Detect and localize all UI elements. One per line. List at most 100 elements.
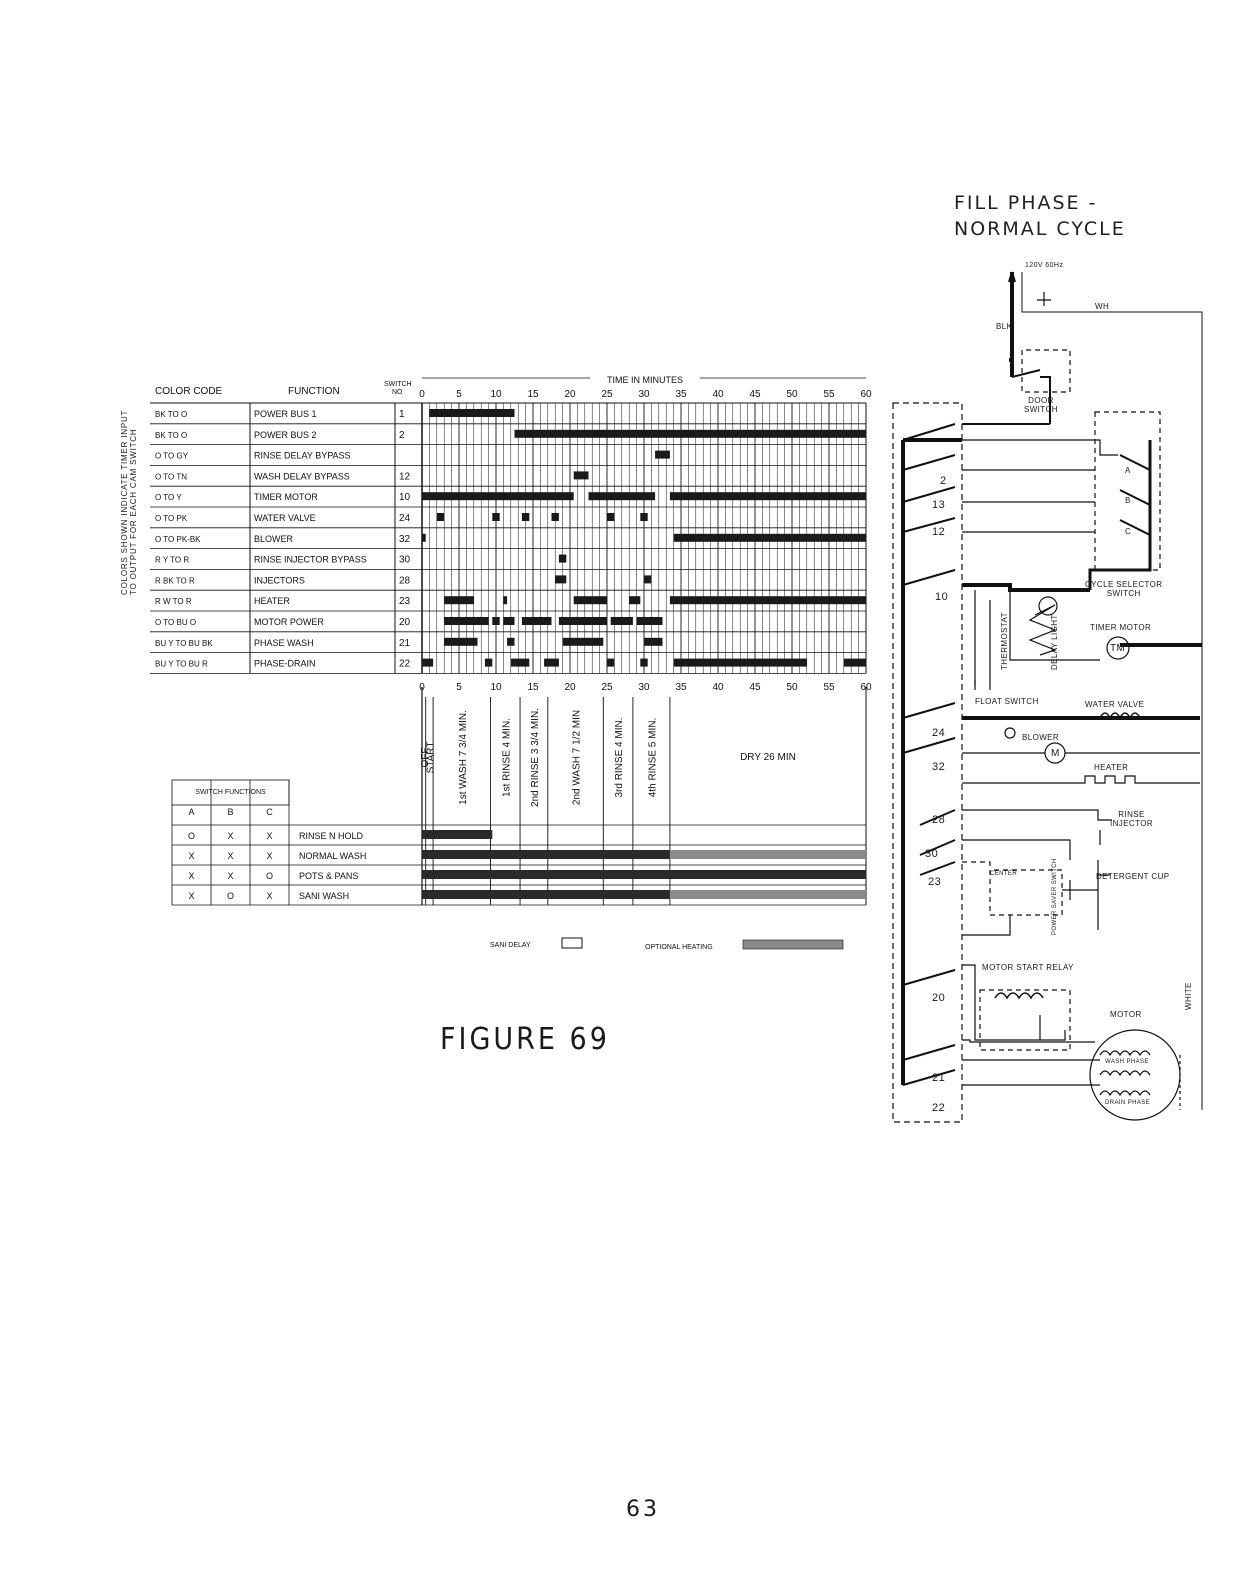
time-tick-bottom-25: 25 xyxy=(601,682,613,693)
power-saver-label: POWER SAVER SWITCH xyxy=(1052,858,1058,935)
cam-on-segment xyxy=(655,450,670,459)
center-label: CENTER xyxy=(990,871,1018,877)
cam-on-segment xyxy=(669,492,866,501)
cycle-step-label: 2nd WASH 7 1/2 MIN xyxy=(572,710,583,805)
row-switch-number: 2 xyxy=(399,430,405,441)
sch-switch-12: 12 xyxy=(932,526,946,538)
row-color-code: O TO BU O xyxy=(155,618,196,627)
row-function: WATER VALVE xyxy=(254,513,316,523)
switch-function-value: O xyxy=(227,891,234,901)
cam-on-segment xyxy=(640,658,648,667)
cam-on-segment xyxy=(507,637,515,646)
cycle-optional-heat-bar xyxy=(669,890,866,899)
switch-function-value: O xyxy=(266,871,273,881)
cycle-step-label: 3rd RINSE 4 MIN. xyxy=(614,717,625,797)
time-tick-top-25: 25 xyxy=(601,389,613,400)
cam-on-segment xyxy=(644,637,663,646)
sch-switch-30: 30 xyxy=(925,848,939,860)
time-tick-bottom-5: 5 xyxy=(456,682,462,693)
switch-function-column: B xyxy=(227,807,233,817)
cam-on-segment xyxy=(610,617,633,625)
selector-terminal-b: B xyxy=(1125,496,1131,505)
row-switch-number: 32 xyxy=(399,534,411,545)
cycle-run-bar xyxy=(422,870,866,879)
cycle-selector-label: CYCLE SELECTOR SWITCH xyxy=(1085,580,1162,598)
row-switch-number: 30 xyxy=(399,555,411,566)
cycle-step-label: 4th RINSE 5 MIN. xyxy=(647,718,658,797)
row-switch-number: 23 xyxy=(399,596,411,607)
water-valve-label: WATER VALVE xyxy=(1085,700,1145,709)
cam-on-segment xyxy=(588,492,656,501)
sch-switch-23: 23 xyxy=(928,876,942,888)
switch-function-value: X xyxy=(266,891,272,901)
rinse-injector-label-2: INJECTOR xyxy=(1110,819,1154,828)
row-function: PHASE-DRAIN xyxy=(254,659,316,669)
cycle-run-bar xyxy=(422,890,670,899)
row-color-code: R Y TO R xyxy=(155,556,189,565)
time-tick-top-0: 0 xyxy=(419,389,425,400)
float-switch-label: FLOAT SWITCH xyxy=(975,697,1039,706)
cycle-name: RINSE N HOLD xyxy=(299,831,364,841)
rinse-injector-label: RINSE INJECTOR xyxy=(1110,810,1153,828)
cam-on-segment xyxy=(669,596,866,605)
cycle-run-bar xyxy=(422,830,493,839)
sch-switch-22: 22 xyxy=(932,1102,946,1114)
cam-on-segment xyxy=(436,513,445,521)
row-switch-number: 10 xyxy=(399,492,411,503)
door-switch-label-2: SWITCH xyxy=(1024,405,1058,414)
row-switch-number: 1 xyxy=(399,409,405,420)
row-color-code: O TO GY xyxy=(155,452,189,461)
time-tick-bottom-55: 55 xyxy=(823,682,835,693)
cam-on-segment xyxy=(555,575,567,584)
time-tick-top-30: 30 xyxy=(638,389,650,400)
sani-delay-legend: SANI DELAY xyxy=(490,942,531,949)
time-header: TIME IN MINUTES xyxy=(607,375,683,385)
row-color-code: BK TO O xyxy=(155,431,187,440)
cam-on-segment xyxy=(673,533,866,542)
timer-motor-label: TIMER MOTOR xyxy=(1090,623,1152,632)
delay-light-label: DELAY LIGHT xyxy=(1050,614,1059,670)
row-function: HEATER xyxy=(254,596,290,606)
selector-terminal-a: A xyxy=(1125,466,1131,475)
row-function: RINSE INJECTOR BYPASS xyxy=(254,555,367,565)
cam-on-segment xyxy=(422,492,574,501)
cycle-step-label: 1st WASH 7 3/4 MIN. xyxy=(458,710,469,805)
row-switch-number: 28 xyxy=(399,575,411,586)
cam-on-segment xyxy=(843,658,866,667)
time-tick-bottom-40: 40 xyxy=(712,682,724,693)
row-color-code: O TO Y xyxy=(155,493,182,502)
tm-symbol: TM xyxy=(1110,643,1126,654)
cam-on-segment xyxy=(573,596,607,605)
row-switch-number: 22 xyxy=(399,659,411,670)
sch-switch-32: 32 xyxy=(932,761,946,773)
cycle-selector-label-1: CYCLE SELECTOR xyxy=(1085,580,1163,589)
time-tick-top-35: 35 xyxy=(675,389,687,400)
blower-label: BLOWER xyxy=(1022,733,1060,742)
heater-label: HEATER xyxy=(1094,763,1129,772)
row-function: TIMER MOTOR xyxy=(254,492,318,502)
phase-title-line2: NORMAL CYCLE xyxy=(954,218,1126,240)
row-color-code: R W TO R xyxy=(155,597,192,606)
row-color-code: R BK TO R xyxy=(155,576,195,585)
time-tick-top-60: 60 xyxy=(860,389,872,400)
wh-wire-label: WH xyxy=(1095,302,1110,311)
time-tick-top-20: 20 xyxy=(564,389,576,400)
sch-switch-13: 13 xyxy=(932,499,946,511)
row-color-code: BU Y TO BU BK xyxy=(155,639,213,648)
cycle-step-label: 2nd RINSE 3 3/4 MIN. xyxy=(530,708,541,807)
optional-heating-legend: OPTIONAL HEATING xyxy=(645,944,713,951)
row-color-code: BK TO O xyxy=(155,410,187,419)
switch-function-column: A xyxy=(188,807,194,817)
cam-on-segment xyxy=(503,596,508,605)
motor-start-relay-label: MOTOR START RELAY xyxy=(982,963,1074,972)
row-function: WASH DELAY BYPASS xyxy=(254,471,350,481)
switch-functions-title: SWITCH FUNCTIONS xyxy=(195,789,266,796)
cam-on-segment xyxy=(514,429,866,438)
sani-delay-swatch xyxy=(561,937,583,949)
time-tick-bottom-20: 20 xyxy=(564,682,576,693)
time-tick-top-55: 55 xyxy=(823,389,835,400)
cam-on-segment xyxy=(551,513,559,521)
row-function: PHASE WASH xyxy=(254,638,314,648)
phase-title-line1: FILL PHASE - xyxy=(954,192,1098,214)
cam-on-segment xyxy=(503,617,515,625)
